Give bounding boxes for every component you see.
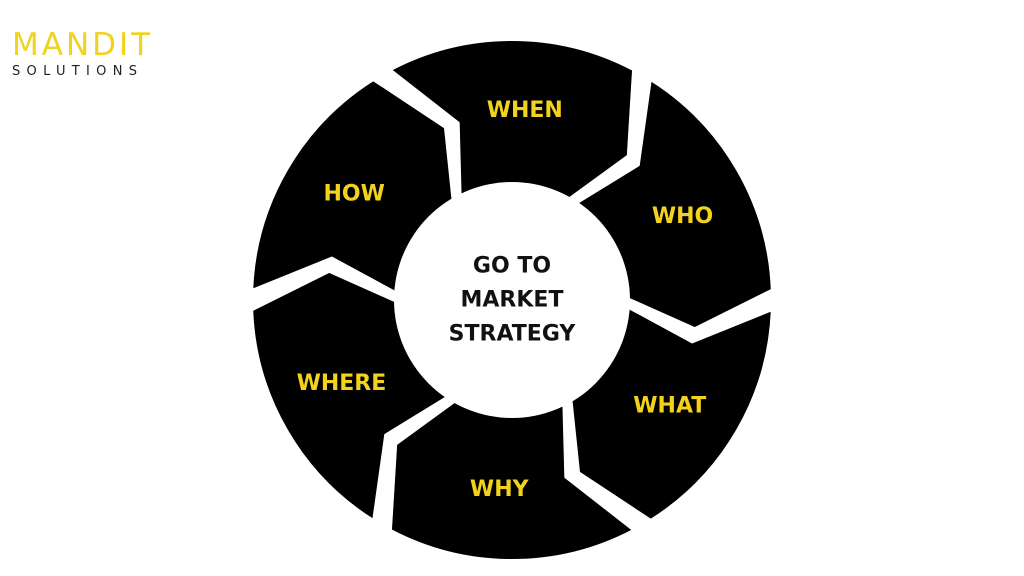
segment-label-how: HOW — [324, 182, 385, 207]
segment-label-when: WHEN — [487, 98, 563, 123]
center-hub — [394, 182, 630, 418]
center-title-line: GO TO — [473, 254, 551, 279]
segment-label-who: WHO — [652, 204, 713, 229]
segment-label-what: WHAT — [633, 393, 706, 418]
logo-wordmark: MANDIT — [12, 27, 154, 63]
logo-tagline: SOLUTIONS — [12, 64, 144, 79]
segment-label-why: WHY — [470, 477, 530, 502]
center-title: GO TO MARKET STRATEGY — [449, 254, 577, 347]
center-title-line: MARKET — [461, 288, 564, 313]
center-title-line: STRATEGY — [449, 322, 577, 347]
segment-label-where: WHERE — [297, 371, 387, 396]
company-logo: MANDIT SOLUTIONS — [12, 28, 153, 80]
